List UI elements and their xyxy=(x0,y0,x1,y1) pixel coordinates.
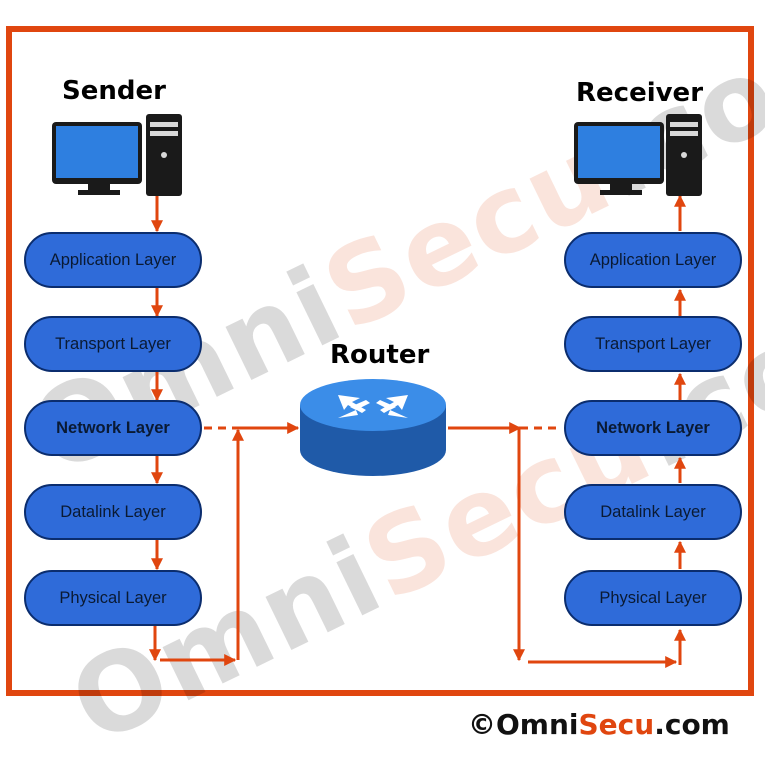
receiver-network-layer: Network Layer xyxy=(564,400,742,456)
receiver-physical-layer: Physical Layer xyxy=(564,570,742,626)
router-title: Router xyxy=(330,340,430,370)
copyright-mark: ©OmniSecu.com xyxy=(468,708,730,741)
sender-network-layer: Network Layer xyxy=(24,400,202,456)
copyright-symbol: © xyxy=(468,708,496,741)
receiver-title: Receiver xyxy=(576,78,704,108)
receiver-transport-layer: Transport Layer xyxy=(564,316,742,372)
receiver-datalink-layer: Datalink Layer xyxy=(564,484,742,540)
sender-title: Sender xyxy=(62,76,166,106)
diagram-frame xyxy=(6,26,754,696)
sender-transport-layer: Transport Layer xyxy=(24,316,202,372)
sender-datalink-layer: Datalink Layer xyxy=(24,484,202,540)
receiver-application-layer: Application Layer xyxy=(564,232,742,288)
sender-physical-layer: Physical Layer xyxy=(24,570,202,626)
sender-application-layer: Application Layer xyxy=(24,232,202,288)
